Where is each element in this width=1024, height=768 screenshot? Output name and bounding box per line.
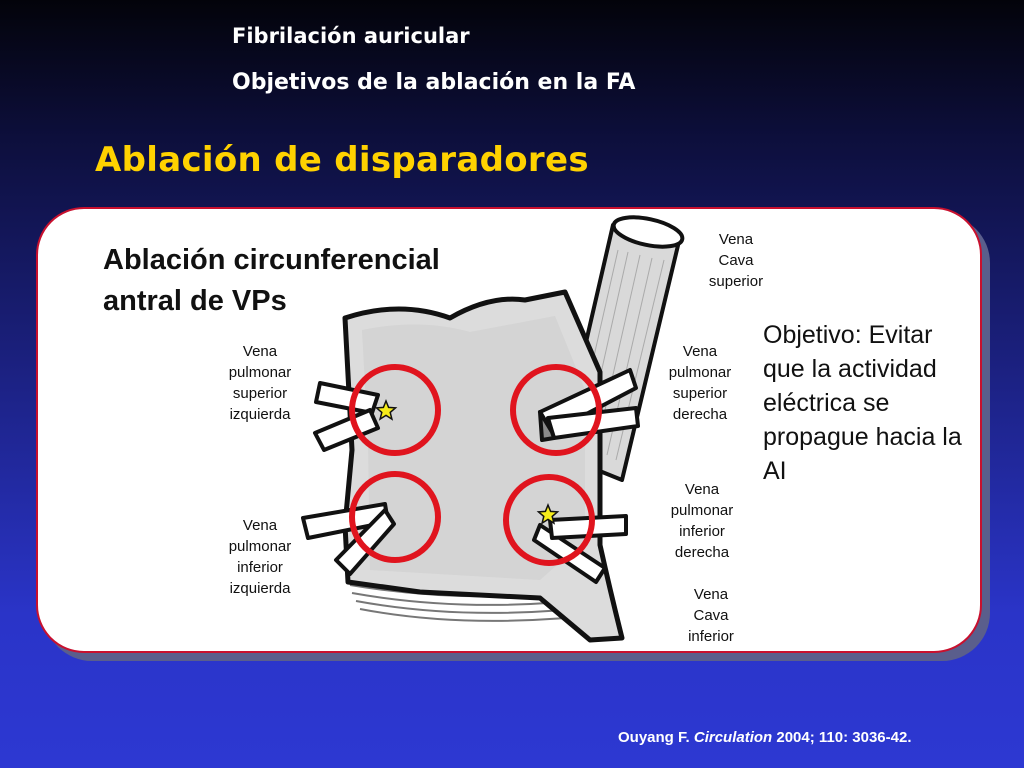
- ablation-ring-ripv: [503, 474, 595, 566]
- slide-title: Ablación de disparadores: [95, 140, 589, 180]
- ablation-ring-lipv: [349, 471, 441, 563]
- citation: Ouyang F. Circulation 2004; 110: 3036-42…: [618, 729, 912, 746]
- star-icon: [536, 503, 560, 525]
- panel-title: Ablación circunferencial antral de VPs: [103, 244, 440, 317]
- ablation-ring-lspv: [349, 364, 441, 456]
- ripv-tubes: [532, 514, 628, 584]
- objective-text: Objetivo: Evitar que la actividad eléctr…: [763, 321, 962, 485]
- section-subheader: Objetivos de la ablación en la FA: [232, 70, 636, 95]
- rspv-tubes: [538, 368, 640, 442]
- section-header: Fibrilación auricular: [232, 24, 470, 48]
- ablation-ring-rspv: [510, 364, 602, 456]
- lipv-tubes: [301, 502, 396, 576]
- star-icon: [374, 399, 398, 421]
